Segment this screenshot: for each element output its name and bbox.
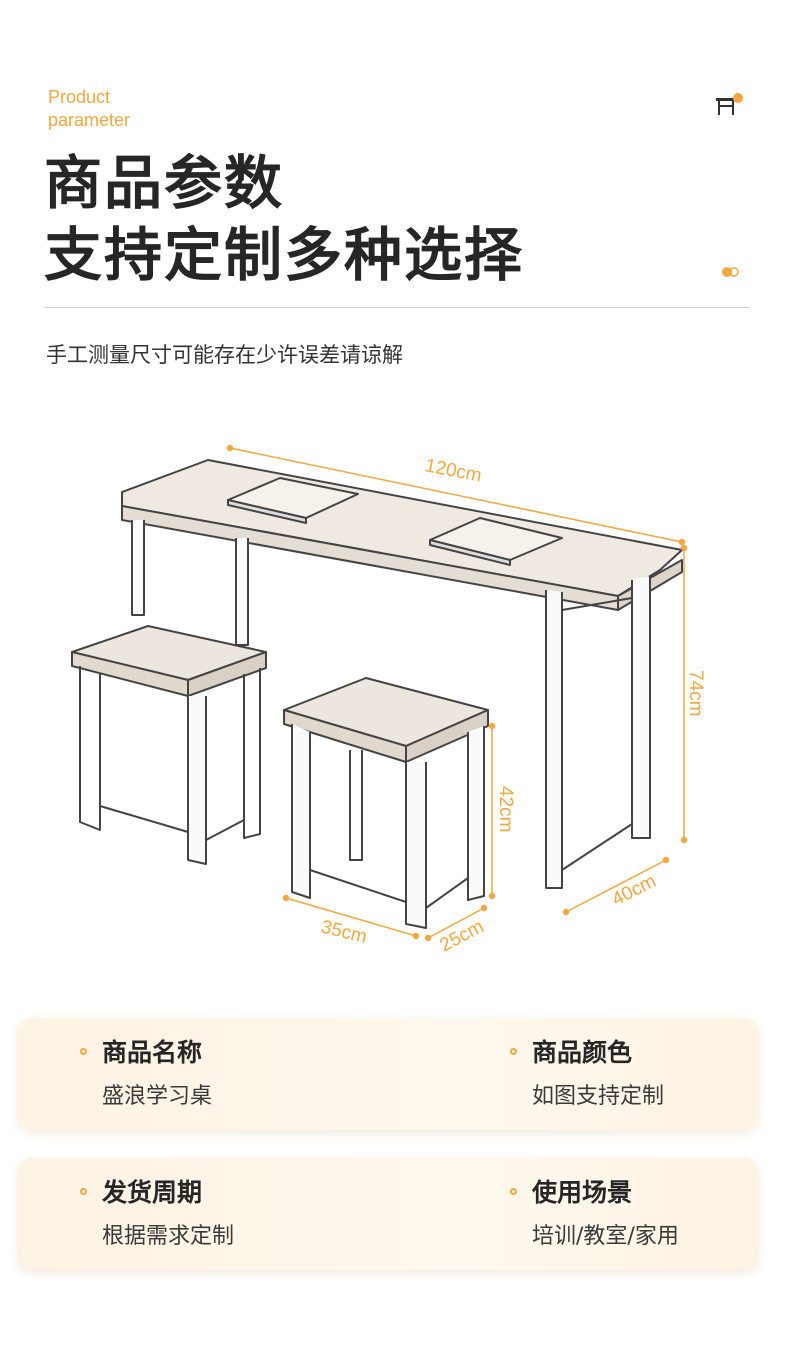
spec-card-2: 发货周期 根据需求定制 使用场景 培训/教室/家用	[18, 1158, 758, 1270]
spec-card-1: 商品名称 盛浪学习桌 商品颜色 如图支持定制	[18, 1018, 758, 1130]
page-title-line1: 商品参数	[44, 149, 285, 217]
spec-label: 发货周期	[102, 1178, 203, 1207]
bullet-icon	[510, 1188, 517, 1195]
spec-value: 培训/教室/家用	[532, 1224, 679, 1249]
spec-value: 如图支持定制	[532, 1084, 665, 1109]
dim-stool-width: 35cm	[319, 916, 369, 948]
dots-icon	[722, 267, 739, 277]
bullet-icon	[80, 1048, 87, 1055]
dim-table-height: 74cm	[685, 670, 706, 716]
spec-value: 根据需求定制	[102, 1224, 235, 1249]
english-tag-line1: Product	[48, 87, 111, 107]
bullet-icon	[510, 1048, 517, 1055]
spec-label: 商品名称	[102, 1038, 203, 1067]
spec-value: 盛浪学习桌	[102, 1084, 213, 1109]
divider	[44, 307, 749, 308]
page-title-line2: 支持定制多种选择	[44, 221, 525, 289]
desk-icon	[716, 93, 743, 115]
english-tag-line2: parameter	[48, 110, 131, 130]
spec-label: 商品颜色	[532, 1038, 633, 1067]
bullet-icon	[80, 1188, 87, 1195]
english-tag: Product parameter	[48, 86, 130, 132]
dim-table-length: 120cm	[423, 455, 483, 486]
dim-stool-depth: 25cm	[436, 916, 487, 956]
measurement-note: 手工测量尺寸可能存在少许误差请谅解	[46, 343, 403, 367]
dim-stool-height: 42cm	[495, 786, 516, 832]
spec-label: 使用场景	[532, 1178, 633, 1207]
product-illustration: 120cm 74cm 40cm 42cm 35cm 25cm	[71, 444, 706, 956]
